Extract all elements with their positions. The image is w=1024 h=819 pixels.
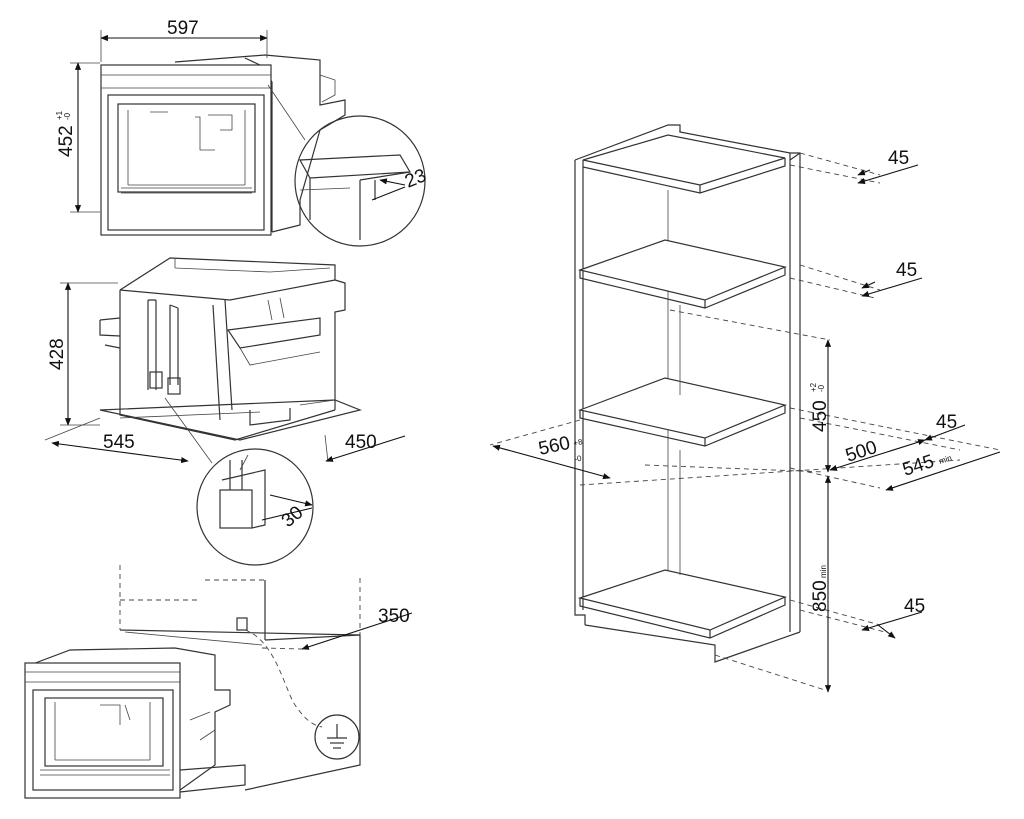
dim-opening-450-tol-minus: -0 xyxy=(817,384,826,392)
dim-floor-850-sub: min xyxy=(819,565,828,578)
dim-detail-23: 23 xyxy=(402,165,429,192)
detail-magnifier-23 xyxy=(267,84,426,247)
dim-depth-545: 545 xyxy=(103,432,135,453)
dim-offset-350: 350 xyxy=(378,606,410,627)
ground-connection-circle xyxy=(314,714,360,760)
dim-height-452: 452 xyxy=(56,125,77,157)
dim-gap-top-45: 45 xyxy=(888,148,909,169)
dim-opening-450: 450 xyxy=(810,400,831,432)
dim-opening-450-tol-plus: +2 xyxy=(809,382,818,392)
dim-gap-shelf-45: 45 xyxy=(896,260,917,281)
dim-width-560-tol-plus: +8 xyxy=(573,437,584,448)
dim-height-452-tol-plus: +1 xyxy=(55,110,64,120)
installed-appliance-front xyxy=(24,662,181,799)
dim-depth-front-450: 450 xyxy=(345,432,377,453)
dim-height-452-tol-minus: -0 xyxy=(63,112,72,120)
dim-height-428: 428 xyxy=(47,338,68,370)
dim-gap-mid-45: 45 xyxy=(936,412,957,433)
appliance-side-view xyxy=(99,257,362,441)
dim-width-597: 597 xyxy=(167,18,199,39)
cabinet-niche xyxy=(574,124,801,663)
dim-gap-bottom-45: 45 xyxy=(904,596,925,617)
dim-width-560: 560 xyxy=(537,433,572,460)
installation-view xyxy=(24,565,361,799)
dim-floor-850: 850 xyxy=(810,580,831,612)
dim-detail-30: 30 xyxy=(278,502,308,532)
dim-depth-min-545: 545 xyxy=(900,451,937,481)
detail-magnifier-30 xyxy=(164,397,314,566)
ground-symbol-icon xyxy=(327,724,347,749)
dim-width-560-tol-minus: -0 xyxy=(574,454,583,464)
dim-depth-500: 500 xyxy=(843,437,880,467)
dim-depth-min-545-sub: min xyxy=(938,453,953,466)
appliance-front-view xyxy=(100,54,346,236)
appliance-front-panel xyxy=(100,64,272,236)
